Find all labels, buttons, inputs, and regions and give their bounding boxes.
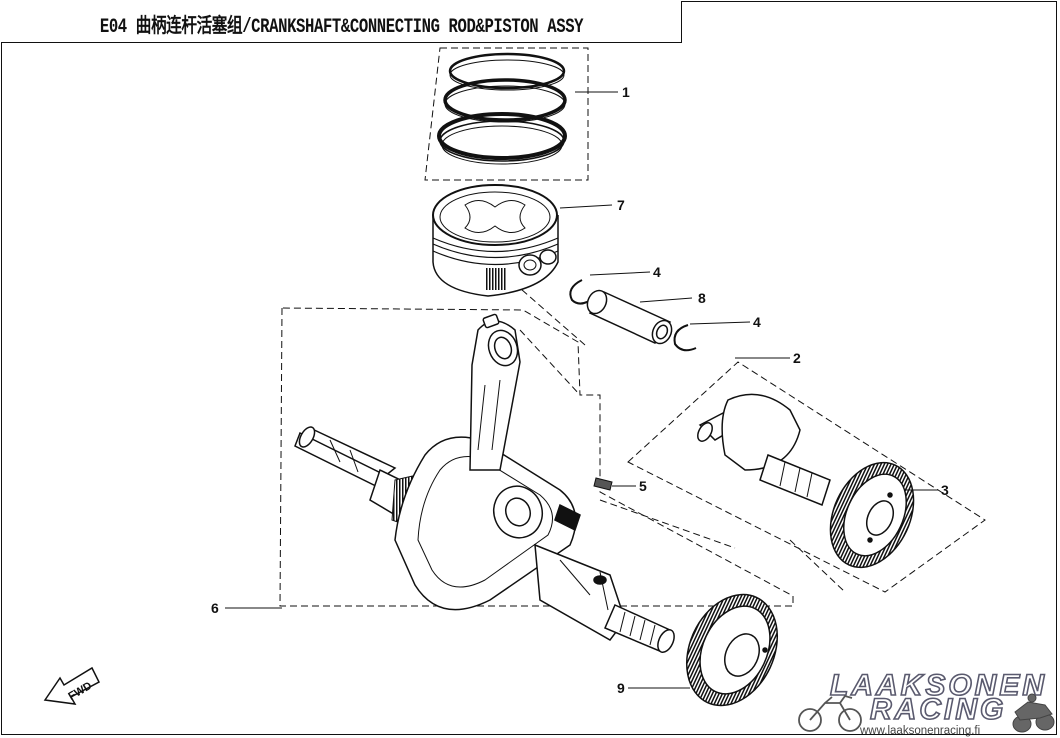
piston	[432, 184, 559, 297]
leader-7	[559, 204, 613, 209]
woodruff-key	[593, 477, 613, 491]
page-title: E04 曲柄连杆活塞组/CRANKSHAFT&CONNECTING ROD&PI…	[99, 16, 584, 39]
balancer-shaft	[697, 393, 831, 506]
logo-url: www.laaksonenracing.fi	[859, 725, 980, 737]
circlip-upper	[569, 279, 595, 305]
callout-7: 7	[617, 197, 625, 213]
leader-4a	[589, 271, 651, 276]
crankshaft-group-box	[279, 307, 794, 607]
callout-8: 8	[698, 290, 706, 306]
callout-3: 3	[941, 482, 949, 498]
callout-6: 6	[211, 600, 219, 616]
leader-8	[639, 297, 693, 303]
callout-4-upper: 4	[653, 264, 661, 280]
callout-4-lower: 4	[753, 314, 761, 330]
piston-rings	[437, 52, 567, 165]
callout-1: 1	[622, 84, 630, 100]
motocross-bike-icon	[798, 694, 862, 732]
circlip-lower	[673, 324, 697, 352]
logo-line1: LAAKSONEN	[830, 669, 1047, 702]
crankshaft-timing-gear	[685, 593, 779, 707]
callout-9: 9	[617, 680, 625, 696]
leader-4b	[689, 321, 751, 325]
laaksonen-racing-logo: LAAKSONEN RACING www.laaksonenracing.fi	[798, 668, 1055, 737]
title-box: E04 曲柄连杆活塞组/CRANKSHAFT&CONNECTING ROD&PI…	[1, 1, 682, 43]
atv-quad-icon	[1012, 693, 1055, 733]
logo-line2: RACING	[870, 693, 1006, 726]
piston-ring-group-box	[424, 47, 589, 181]
connector-dashes	[496, 267, 846, 593]
callout-5: 5	[639, 478, 647, 494]
piston-pin	[586, 289, 673, 345]
callout-2: 2	[793, 350, 801, 366]
crankshaft-assembly	[294, 313, 675, 654]
balancer-drive-gear	[829, 461, 915, 569]
forward-direction-arrow-icon: FWD	[43, 666, 100, 705]
